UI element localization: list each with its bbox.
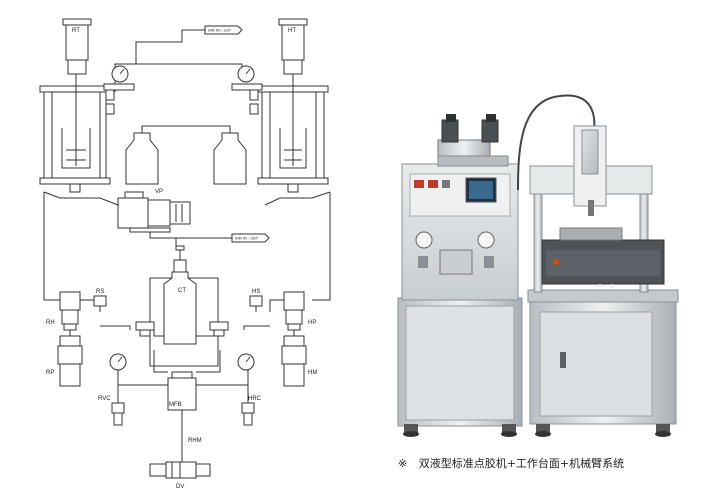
label-hm: HM — [308, 370, 317, 376]
label-rhm: RHM — [188, 438, 202, 444]
caption-text: 双液型标准点胶机+工作台面+机械臂系统 — [418, 457, 625, 470]
robotic-arm — [529, 125, 665, 293]
left-mid-valve — [135, 321, 155, 337]
label-rh: RH — [46, 320, 55, 326]
top-left-gauge-icon — [103, 65, 135, 91]
right-mid-valve — [209, 321, 229, 337]
photo-caption: ※ 双液型标准点胶机+工作台面+机械臂系统 — [398, 455, 624, 471]
label-air-mid: AIR IN→2ST — [235, 236, 259, 241]
ht-tank — [249, 18, 329, 193]
mfb-block — [167, 371, 197, 411]
label-hs: HS — [252, 289, 260, 295]
caption-mark: ※ — [398, 457, 408, 470]
rp-motor — [57, 330, 83, 387]
bottom-right-gauge-icon — [237, 353, 255, 371]
label-rvc: RVC — [98, 396, 111, 402]
bottom-left-gauge-icon — [109, 353, 127, 371]
hrc-valve — [241, 402, 255, 426]
label-rp: RP — [46, 370, 54, 376]
label-rs: RS — [96, 289, 104, 295]
label-vp: VP — [155, 189, 163, 195]
schematic-labels: RT HT VP CT RS HS RH HP RP HM RVC MFB HR… — [46, 28, 317, 491]
air-inlet-tag-top — [204, 25, 243, 35]
rt-tank — [39, 18, 115, 193]
air-inlet-tag-mid — [231, 233, 270, 243]
label-ht: HT — [288, 28, 296, 34]
rs-switch — [93, 295, 107, 312]
label-air-top: AIR IN→1ST — [208, 28, 232, 33]
label-rt: RT — [72, 28, 80, 34]
feed-hose — [517, 94, 596, 191]
hp-valve — [283, 291, 305, 331]
ct-container — [149, 245, 219, 367]
left-bottle — [125, 132, 159, 185]
hs-switch — [249, 295, 263, 312]
label-hrc: HRC — [248, 396, 262, 402]
label-hp: HP — [308, 320, 316, 326]
rvc-valve — [111, 402, 125, 426]
workbench-cabinet — [527, 289, 679, 437]
rh-valve — [44, 291, 81, 331]
dv-valve — [149, 461, 211, 479]
machine-photo — [397, 94, 679, 437]
schematic-diagram — [39, 18, 331, 479]
label-mfb: MFB — [169, 402, 182, 408]
controller-cabinet — [397, 114, 523, 437]
hm-motor — [281, 330, 307, 387]
vacuum-pump — [117, 191, 191, 233]
label-dv: DV — [176, 484, 184, 490]
top-right-gauge-icon — [231, 65, 263, 91]
label-ct: CT — [178, 288, 186, 294]
right-bottle — [213, 132, 247, 185]
